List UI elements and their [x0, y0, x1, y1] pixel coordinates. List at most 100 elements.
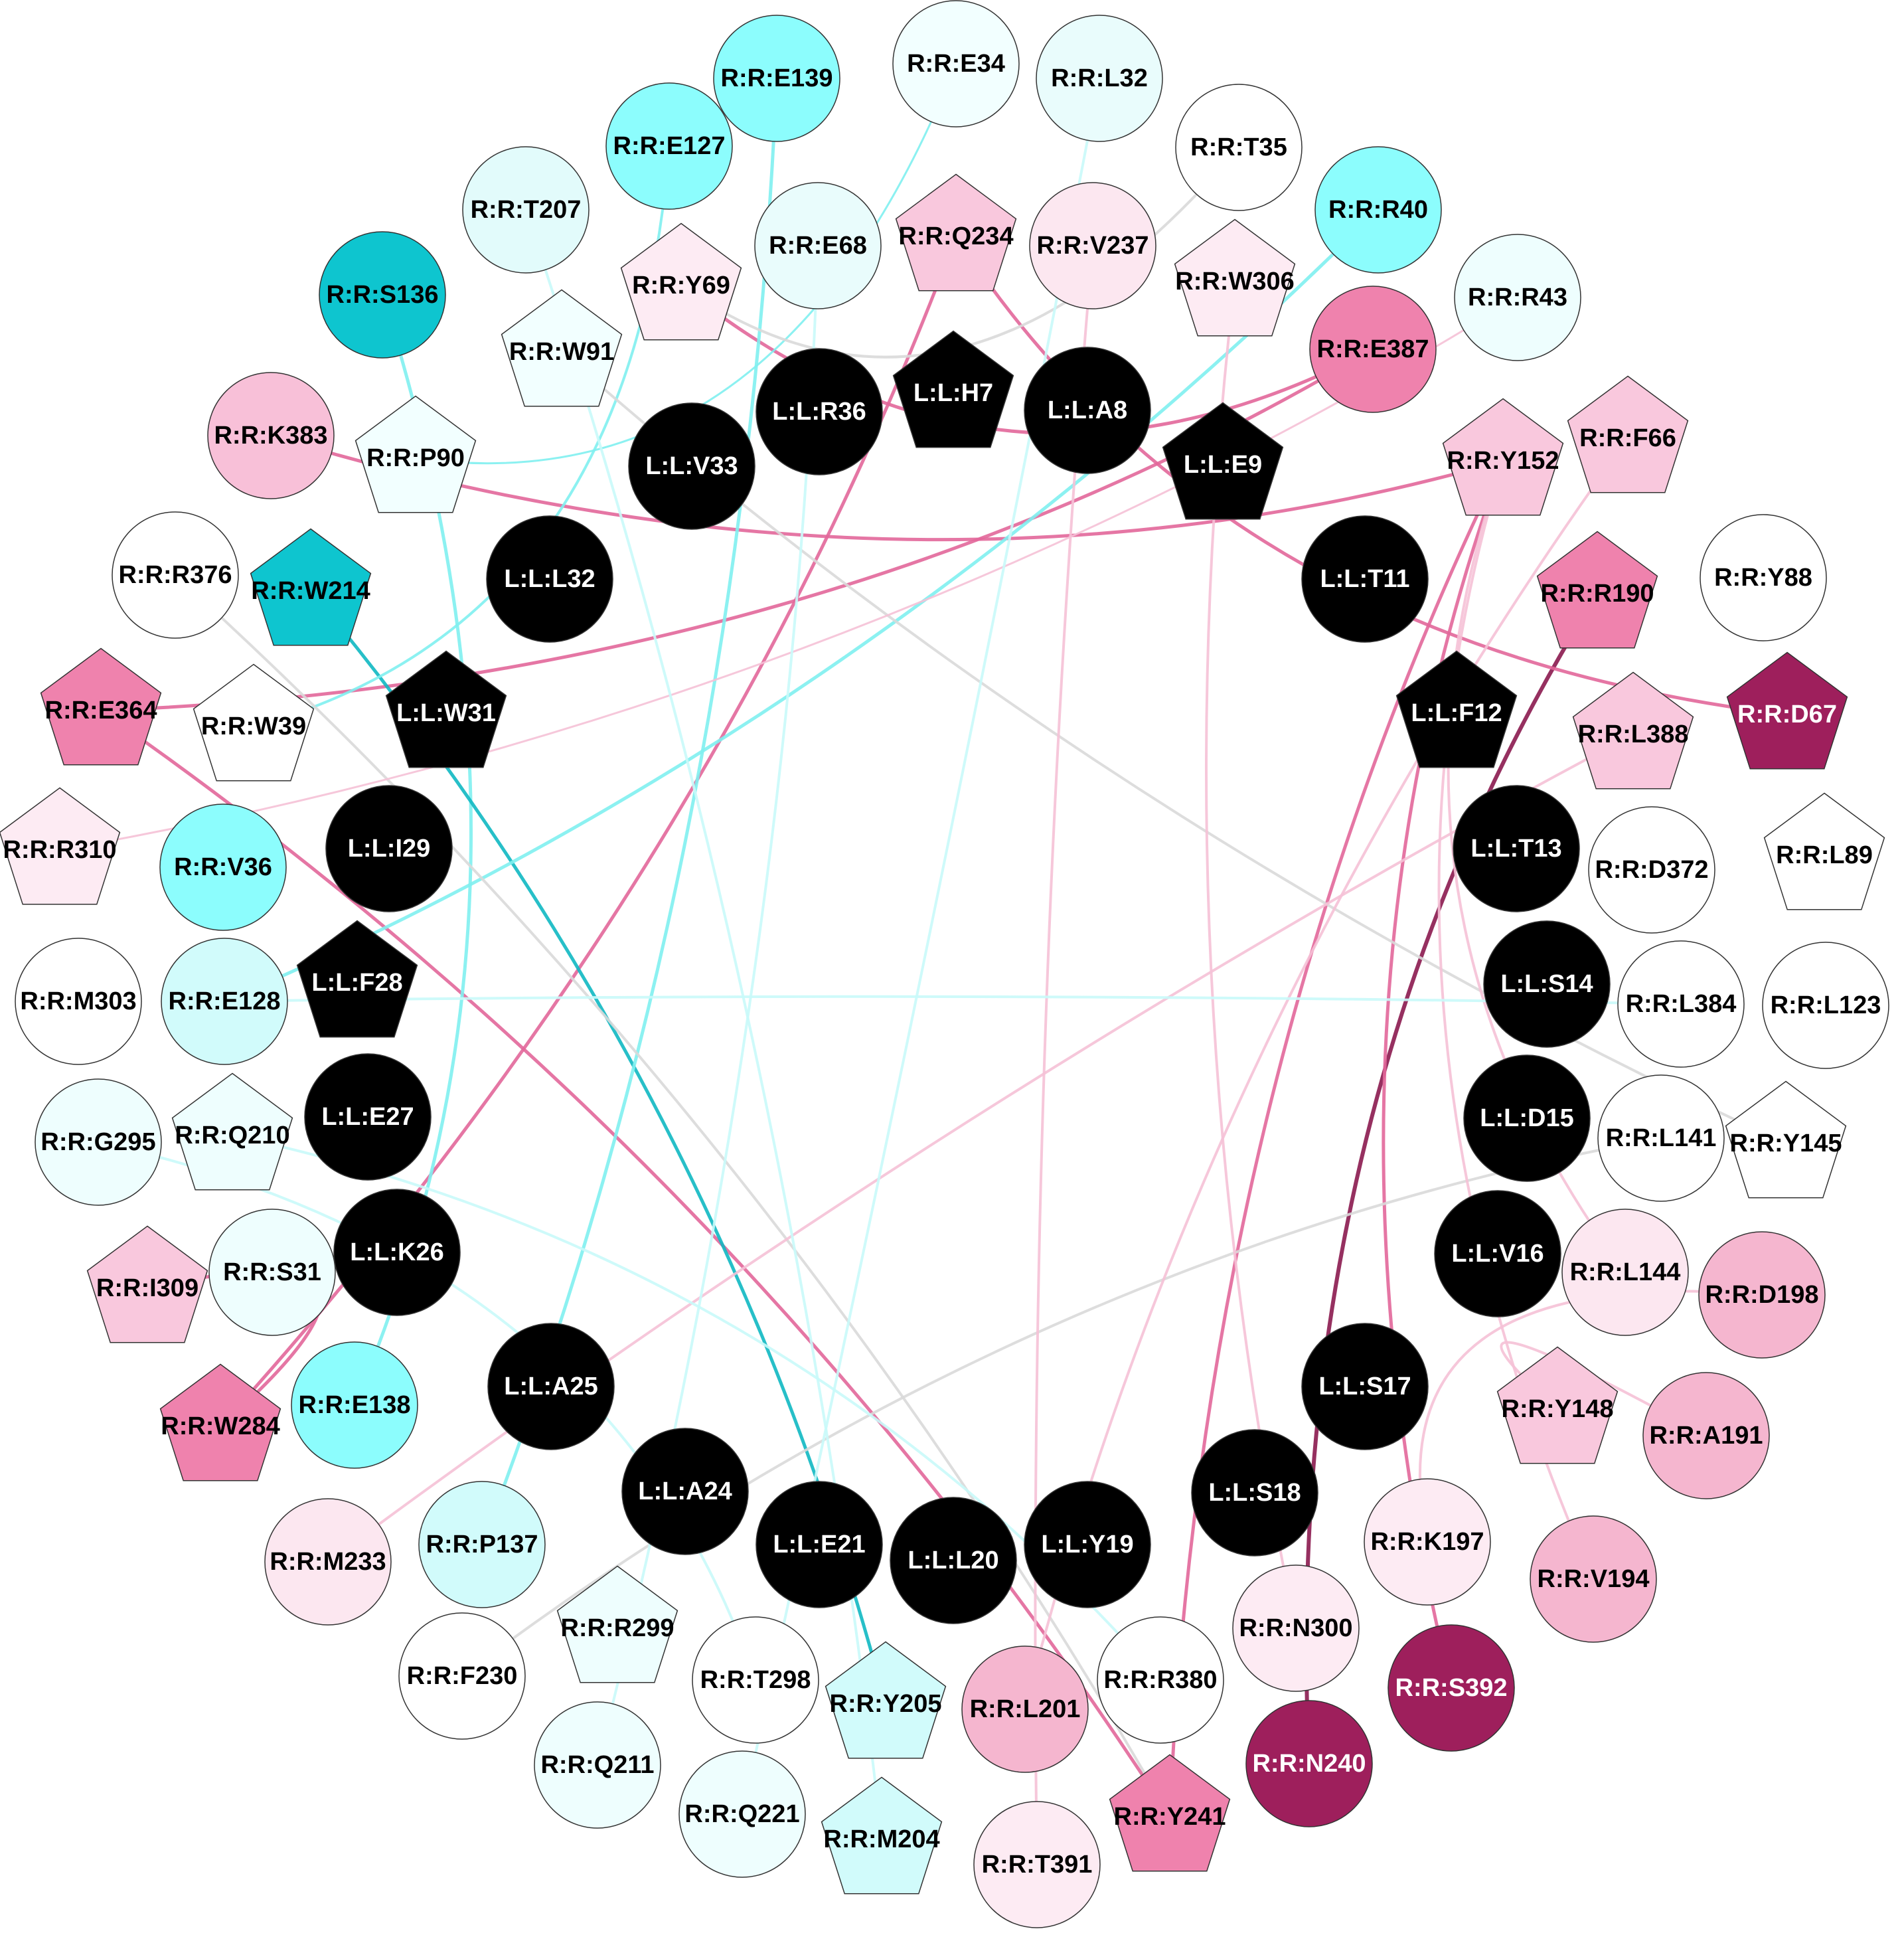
- node-r-r-q211[interactable]: R:R:Q211: [534, 1701, 661, 1829]
- node-r-r-r310[interactable]: R:R:R310: [0, 787, 121, 905]
- node-label: L:L:A8: [1048, 396, 1127, 424]
- node-r-r-w284[interactable]: R:R:W284: [159, 1363, 281, 1481]
- node-r-r-y145[interactable]: R:R:Y145: [1725, 1080, 1847, 1199]
- node-r-r-w91[interactable]: R:R:W91: [501, 289, 623, 407]
- node-r-r-l89[interactable]: R:R:L89: [1763, 792, 1885, 910]
- node-r-r-r376[interactable]: R:R:R376: [112, 511, 239, 639]
- node-r-r-e127[interactable]: R:R:E127: [605, 82, 733, 210]
- node-r-r-m303[interactable]: R:R:M303: [15, 938, 142, 1065]
- node-r-r-n240[interactable]: R:R:N240: [1245, 1700, 1373, 1827]
- node-r-r-s31[interactable]: R:R:S31: [208, 1209, 336, 1336]
- node-r-r-k383[interactable]: R:R:K383: [207, 372, 335, 499]
- node-r-r-w214[interactable]: R:R:W214: [250, 528, 372, 646]
- node-r-r-t391[interactable]: R:R:T391: [973, 1801, 1101, 1928]
- node-r-r-v36[interactable]: R:R:V36: [159, 803, 287, 931]
- node-label: R:R:E138: [299, 1391, 411, 1419]
- node-r-r-w306[interactable]: R:R:W306: [1174, 218, 1296, 337]
- node-l-l-f12[interactable]: L:L:F12: [1395, 650, 1518, 768]
- node-r-r-e138[interactable]: R:R:E138: [291, 1341, 418, 1469]
- node-r-r-t207[interactable]: R:R:T207: [462, 146, 590, 274]
- node-r-r-s392[interactable]: R:R:S392: [1388, 1624, 1515, 1752]
- node-shape-circle: [755, 1481, 883, 1608]
- node-r-r-t35[interactable]: R:R:T35: [1175, 84, 1303, 211]
- node-l-l-a8[interactable]: L:L:A8: [1024, 347, 1151, 474]
- node-l-l-s14[interactable]: L:L:S14: [1483, 920, 1611, 1048]
- node-r-r-v194[interactable]: R:R:V194: [1530, 1515, 1657, 1643]
- node-r-r-q234[interactable]: R:R:Q234: [895, 173, 1017, 292]
- node-r-r-r299[interactable]: R:R:R299: [556, 1565, 678, 1683]
- node-shape-circle: [161, 938, 288, 1065]
- node-r-r-n300[interactable]: R:R:N300: [1232, 1564, 1360, 1692]
- node-l-l-h7[interactable]: L:L:H7: [892, 330, 1014, 448]
- node-label: R:R:L384: [1626, 990, 1737, 1018]
- node-l-l-s17[interactable]: L:L:S17: [1301, 1323, 1429, 1450]
- node-r-r-e364[interactable]: R:R:E364: [40, 647, 162, 766]
- node-r-r-l123[interactable]: R:R:L123: [1762, 942, 1889, 1069]
- node-l-l-s18[interactable]: L:L:S18: [1191, 1429, 1318, 1557]
- node-l-l-i29[interactable]: L:L:I29: [325, 785, 453, 912]
- node-l-l-e21[interactable]: L:L:E21: [755, 1481, 883, 1608]
- node-label: L:L:D15: [1480, 1104, 1573, 1132]
- node-l-l-r36[interactable]: L:L:R36: [755, 348, 883, 475]
- node-l-l-l20[interactable]: L:L:L20: [890, 1497, 1017, 1624]
- node-l-l-y19[interactable]: L:L:Y19: [1024, 1481, 1151, 1608]
- node-r-r-v237[interactable]: R:R:V237: [1029, 182, 1156, 309]
- node-l-l-a24[interactable]: L:L:A24: [621, 1428, 749, 1555]
- node-r-r-t298[interactable]: R:R:T298: [692, 1616, 819, 1744]
- node-r-r-q221[interactable]: R:R:Q221: [678, 1750, 806, 1878]
- node-r-r-l384[interactable]: R:R:L384: [1617, 940, 1745, 1068]
- node-r-r-s136[interactable]: R:R:S136: [319, 231, 446, 359]
- edge-r-r-f230-to-r-r-l141: [461, 1137, 1662, 1677]
- node-l-l-k26[interactable]: L:L:K26: [333, 1189, 461, 1316]
- node-r-r-f230[interactable]: R:R:F230: [398, 1612, 526, 1740]
- edge-r-r-r40-to-r-r-e128: [222, 208, 1380, 1003]
- node-l-l-t13[interactable]: L:L:T13: [1453, 785, 1580, 912]
- node-r-r-l201[interactable]: R:R:L201: [961, 1645, 1089, 1773]
- node-r-r-m204[interactable]: R:R:M204: [821, 1776, 943, 1895]
- node-r-r-k197[interactable]: R:R:K197: [1364, 1478, 1491, 1606]
- node-r-r-d198[interactable]: R:R:D198: [1698, 1231, 1826, 1359]
- node-r-r-r43[interactable]: R:R:R43: [1454, 234, 1581, 361]
- node-r-r-y205[interactable]: R:R:Y205: [825, 1641, 947, 1759]
- node-l-l-a25[interactable]: L:L:A25: [487, 1323, 615, 1450]
- node-r-r-w39[interactable]: R:R:W39: [193, 663, 315, 782]
- node-r-r-l141[interactable]: R:R:L141: [1597, 1074, 1725, 1202]
- node-r-r-e34[interactable]: R:R:E34: [892, 0, 1020, 127]
- node-r-r-a191[interactable]: R:R:A191: [1642, 1372, 1770, 1499]
- node-l-l-l32[interactable]: L:L:L32: [486, 515, 613, 643]
- node-l-l-v33[interactable]: L:L:V33: [628, 402, 755, 530]
- node-label: L:L:K26: [350, 1238, 443, 1266]
- node-r-r-p90[interactable]: R:R:P90: [355, 395, 477, 513]
- node-r-r-l32[interactable]: R:R:L32: [1036, 15, 1163, 142]
- node-r-r-y148[interactable]: R:R:Y148: [1496, 1346, 1619, 1464]
- node-r-r-r190[interactable]: R:R:R190: [1536, 531, 1658, 649]
- node-r-r-g295[interactable]: R:R:G295: [35, 1078, 162, 1206]
- node-r-r-e128[interactable]: R:R:E128: [161, 938, 288, 1065]
- node-l-l-f28[interactable]: L:L:F28: [296, 920, 418, 1038]
- node-l-l-v16[interactable]: L:L:V16: [1434, 1190, 1561, 1317]
- node-r-r-l144[interactable]: R:R:L144: [1561, 1209, 1689, 1336]
- node-r-r-r380[interactable]: R:R:R380: [1097, 1616, 1224, 1744]
- node-r-r-q210[interactable]: R:R:Q210: [171, 1072, 293, 1191]
- node-l-l-e27[interactable]: L:L:E27: [304, 1053, 432, 1181]
- node-r-r-e68[interactable]: R:R:E68: [754, 182, 882, 309]
- node-r-r-y88[interactable]: R:R:Y88: [1700, 514, 1827, 641]
- node-r-r-y241[interactable]: R:R:Y241: [1109, 1754, 1231, 1872]
- node-r-r-y69[interactable]: R:R:Y69: [620, 222, 742, 341]
- node-r-r-p137[interactable]: R:R:P137: [418, 1481, 546, 1608]
- node-l-l-d15[interactable]: L:L:D15: [1463, 1054, 1591, 1182]
- node-label: R:R:D198: [1705, 1281, 1818, 1309]
- node-r-r-e387[interactable]: R:R:E387: [1309, 286, 1437, 413]
- node-l-l-t11[interactable]: L:L:T11: [1301, 515, 1429, 643]
- node-r-r-d67[interactable]: R:R:D67: [1726, 651, 1848, 770]
- node-r-r-y152[interactable]: R:R:Y152: [1442, 398, 1564, 516]
- node-l-l-w31[interactable]: L:L:W31: [385, 650, 507, 768]
- node-r-r-i309[interactable]: R:R:I309: [86, 1225, 208, 1343]
- node-r-r-e139[interactable]: R:R:E139: [713, 15, 840, 142]
- node-r-r-f66[interactable]: R:R:F66: [1567, 375, 1689, 493]
- node-l-l-e9[interactable]: L:L:E9: [1162, 402, 1284, 520]
- node-r-r-r40[interactable]: R:R:R40: [1314, 146, 1442, 274]
- node-r-r-d372[interactable]: R:R:D372: [1588, 806, 1715, 934]
- node-r-r-m233[interactable]: R:R:M233: [264, 1498, 392, 1626]
- node-r-r-l388[interactable]: R:R:L388: [1572, 671, 1694, 790]
